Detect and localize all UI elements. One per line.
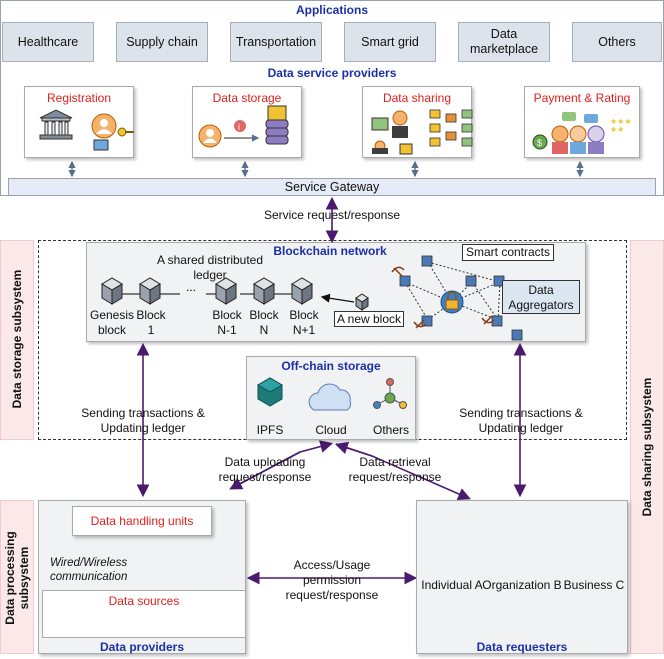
- app-smart-grid: Smart grid: [344, 22, 436, 62]
- sharing-people-icon: [371, 110, 413, 155]
- sending-right-label: Sending transactions & Updating ledger: [459, 406, 583, 435]
- sharing-subsystem-band: [630, 240, 664, 654]
- offchain-ipfs-label: IPFS: [256, 423, 284, 437]
- block-n-1-label: Block N-1: [212, 308, 242, 337]
- lock-icon: [440, 290, 464, 314]
- block-n-plus-1-cube: [291, 277, 313, 305]
- data-providers-title: Data providers: [99, 640, 185, 654]
- block-1-label: Block 1: [136, 308, 166, 337]
- gateway-connectors: [68, 160, 584, 178]
- access-label: Access/Usage permission request/response: [285, 558, 379, 602]
- sending-left-label: Sending transactions & Updating ledger: [81, 406, 205, 435]
- block-n-label: Block N: [249, 308, 279, 337]
- svg-text:★★: ★★: [610, 125, 624, 134]
- smart-contracts-label: Smart contracts: [462, 244, 554, 261]
- retrieval-label: Data retrieval request/response: [348, 455, 442, 484]
- data-requesters-box: [416, 500, 628, 654]
- svg-text:★★★: ★★★: [610, 117, 632, 126]
- offchain-others-label: Others: [372, 423, 409, 437]
- app-healthcare: Healthcare: [2, 22, 94, 62]
- processing-subsystem-band: [0, 500, 34, 654]
- block-genesis-cube: [101, 277, 123, 305]
- new-block-label: A new block: [334, 311, 404, 327]
- new-block-cube: [355, 293, 369, 311]
- uploading-label: Data uploading request/response: [218, 455, 312, 484]
- block-n-plus-1-label: Block N+1: [289, 308, 319, 337]
- requester-organization-label: Organization B: [482, 578, 562, 592]
- block-genesis-label: Genesis block: [89, 308, 135, 337]
- data-requesters-title: Data requesters: [476, 640, 568, 654]
- blockchain-title: Blockchain network: [273, 244, 387, 258]
- new-block-arrow: [320, 293, 355, 303]
- storage-subsystem-band: [0, 240, 34, 440]
- user-id-icon: [91, 113, 134, 151]
- block-n-cube: [253, 277, 275, 305]
- app-transportation: Transportation: [230, 22, 322, 62]
- storage-user-icon: i: [198, 120, 260, 148]
- svg-text:i: i: [238, 122, 240, 132]
- data-aggregators-box: Data Aggregators: [502, 280, 580, 314]
- block-1-cube: [139, 277, 161, 305]
- sharing-flow-icon: [429, 109, 473, 147]
- database-icon: [265, 105, 289, 145]
- data-handling-label: Data handling units: [90, 514, 194, 528]
- app-data-marketplace: Data marketplace: [458, 22, 550, 62]
- requester-business-label: Business C: [563, 578, 625, 592]
- requester-individual-label: Individual A: [421, 578, 483, 592]
- miner-icons: [391, 255, 523, 341]
- processing-subsystem-label: Data processing subsystem: [3, 531, 31, 625]
- chain-ellipsis: ...: [186, 280, 196, 294]
- app-supply-chain: Supply chain: [116, 22, 208, 62]
- bank-icon: [39, 109, 73, 140]
- block-n-1-cube: [215, 277, 237, 305]
- data-sources-label: Data sources: [108, 594, 180, 608]
- app-others: Others: [572, 22, 662, 62]
- sharing-subsystem-label: Data sharing subsystem: [640, 377, 654, 517]
- service-gateway: Service Gateway: [8, 178, 656, 196]
- offchain-title: Off-chain storage: [281, 359, 381, 373]
- data-handling-box: [72, 506, 212, 536]
- rating-stars-icon: ★★★ ★★: [610, 117, 632, 134]
- main-arrows: [136, 196, 527, 585]
- svg-text:$: $: [537, 138, 542, 148]
- wireless-label: Wired/Wireless communication: [50, 557, 128, 583]
- dsp-title: Data service providers: [267, 66, 397, 80]
- service-registration: Registration: [24, 86, 134, 158]
- applications-title: Applications: [295, 3, 368, 17]
- storage-subsystem-label: Data storage subsystem: [10, 269, 24, 409]
- offchain-cloud-label: Cloud: [315, 423, 347, 437]
- data-sources-box: [42, 590, 246, 638]
- shared-ledger-label: A shared distributed ledger: [156, 253, 264, 282]
- payment-icon: $: [532, 112, 605, 154]
